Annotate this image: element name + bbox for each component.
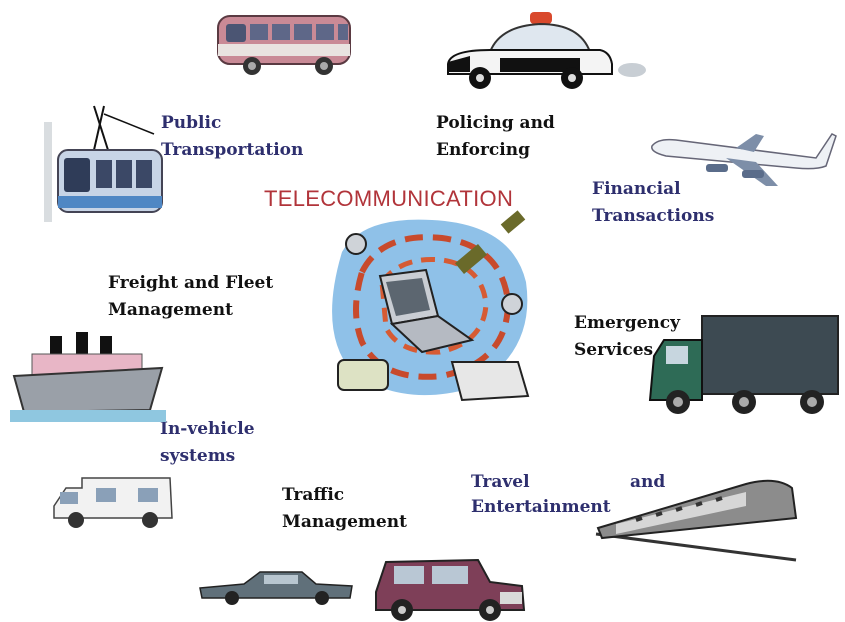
label-word: Entertainment	[471, 497, 611, 517]
label-line: Public	[161, 113, 222, 133]
label-line: Financial	[592, 179, 681, 199]
airplane-icon	[651, 133, 837, 186]
bus-icon	[217, 15, 351, 75]
cruise-ship-icon	[10, 332, 166, 422]
label-travel-and: and	[630, 469, 665, 496]
label-travel: Travel	[471, 469, 530, 496]
label-line: Enforcing	[436, 140, 530, 160]
diagram-title: TELECOMMUNICATION	[264, 186, 514, 211]
label-public-transportation: Public Transportation	[161, 110, 303, 164]
train-icon	[595, 479, 798, 562]
label-policing: Policing and Enforcing	[436, 110, 555, 164]
label-line: Management	[282, 512, 407, 532]
label-emergency: Emergency Services	[574, 310, 680, 364]
label-line: Management	[108, 300, 233, 320]
label-line: Policing and	[436, 113, 555, 133]
central-telecom-icon	[332, 210, 530, 402]
label-line: Transactions	[592, 206, 715, 226]
label-financial: Financial Transactions	[592, 176, 714, 230]
label-line: Freight and Fleet	[108, 273, 274, 293]
sedan-icon	[199, 571, 353, 605]
label-line: In-vehicle	[160, 419, 255, 439]
label-freight: Freight and Fleet Management	[108, 270, 273, 324]
classic-van-icon	[375, 558, 526, 621]
police-car-icon	[447, 12, 646, 89]
label-line: Transportation	[161, 140, 304, 160]
label-traffic: Traffic Management	[282, 482, 407, 536]
camper-van-icon	[53, 477, 173, 528]
label-invehicle: In-vehicle systems	[160, 416, 255, 470]
label-line: systems	[160, 446, 236, 466]
label-line: Traffic	[282, 485, 345, 505]
label-line: Services	[574, 340, 654, 360]
label-entertainment: Entertainment	[471, 494, 611, 521]
label-word: Travel	[471, 472, 530, 492]
truck-icon	[648, 315, 839, 414]
tram-icon	[44, 105, 163, 222]
label-word: and	[630, 472, 666, 492]
label-line: Emergency	[574, 313, 681, 333]
